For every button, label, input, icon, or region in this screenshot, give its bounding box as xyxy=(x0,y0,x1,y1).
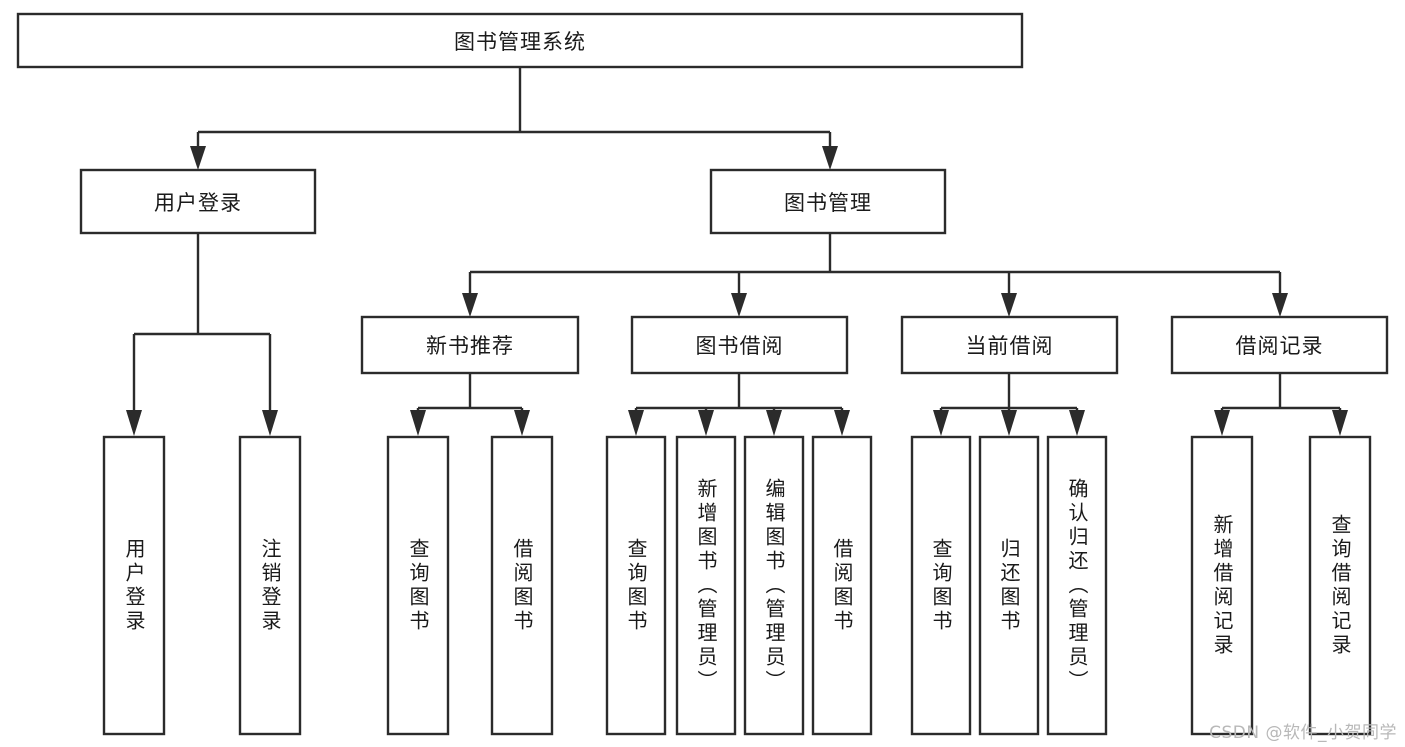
node-box-leaf-query-book-1[interactable] xyxy=(386,435,450,736)
node-box-leaf-logout-login[interactable] xyxy=(238,435,302,736)
arrow-head-new-book-recommend xyxy=(462,293,478,317)
node-box-new-book-recommend[interactable] xyxy=(360,315,580,375)
node-box-leaf-user-login[interactable] xyxy=(102,435,166,736)
node-box-user-login[interactable] xyxy=(79,168,317,235)
arrow-head-leaf-add-book xyxy=(698,410,714,436)
node-box-leaf-add-record[interactable] xyxy=(1190,435,1254,736)
connector-group-new-book-recommend xyxy=(410,373,530,436)
node-box-leaf-query-record[interactable] xyxy=(1308,435,1372,736)
arrow-head-leaf-query-book-2 xyxy=(628,410,644,436)
connector-group-current-borrow xyxy=(933,373,1085,436)
arrow-head-leaf-query-record xyxy=(1332,410,1348,436)
node-box-leaf-query-book-2[interactable] xyxy=(605,435,667,736)
arrow-head-leaf-query-book-1 xyxy=(410,410,426,436)
node-box-current-borrow[interactable] xyxy=(900,315,1119,375)
connector-group-book-borrow xyxy=(628,373,850,436)
arrow-head-book-borrow xyxy=(731,293,747,317)
csdn-watermark: CSDN @软件_小贺同学 xyxy=(1209,723,1397,743)
connector-group-root xyxy=(190,67,838,170)
arrow-head-leaf-logout-login xyxy=(262,410,278,436)
node-box-book-management[interactable] xyxy=(709,168,947,235)
connector-group-borrow-record xyxy=(1214,373,1348,436)
node-box-leaf-borrow-book-1[interactable] xyxy=(490,435,554,736)
node-box-leaf-return-book[interactable] xyxy=(978,435,1040,736)
node-box-leaf-add-book[interactable] xyxy=(675,435,737,736)
arrow-head-user-login xyxy=(190,146,206,170)
arrow-head-current-borrow xyxy=(1001,293,1017,317)
node-box-book-borrow[interactable] xyxy=(630,315,849,375)
node-box-leaf-query-book-3[interactable] xyxy=(910,435,972,736)
arrow-head-leaf-borrow-book-2 xyxy=(834,410,850,436)
node-box-borrow-record[interactable] xyxy=(1170,315,1389,375)
arrow-head-leaf-add-record xyxy=(1214,410,1230,436)
connector-group-user-login xyxy=(126,233,278,436)
arrow-head-leaf-edit-book xyxy=(766,410,782,436)
arrow-head-leaf-borrow-book-1 xyxy=(514,410,530,436)
node-box-leaf-edit-book[interactable] xyxy=(743,435,805,736)
connector-group-book-management xyxy=(462,233,1288,317)
node-box-leaf-borrow-book-2[interactable] xyxy=(811,435,873,736)
node-box-leaf-confirm-return[interactable] xyxy=(1046,435,1108,736)
arrow-head-leaf-user-login xyxy=(126,410,142,436)
arrow-head-book-management xyxy=(822,146,838,170)
arrow-head-leaf-return-book xyxy=(1001,410,1017,436)
node-box-root[interactable] xyxy=(16,12,1024,69)
arrow-head-leaf-confirm-return xyxy=(1069,410,1085,436)
arrow-head-borrow-record xyxy=(1272,293,1288,317)
arrow-head-leaf-query-book-3 xyxy=(933,410,949,436)
